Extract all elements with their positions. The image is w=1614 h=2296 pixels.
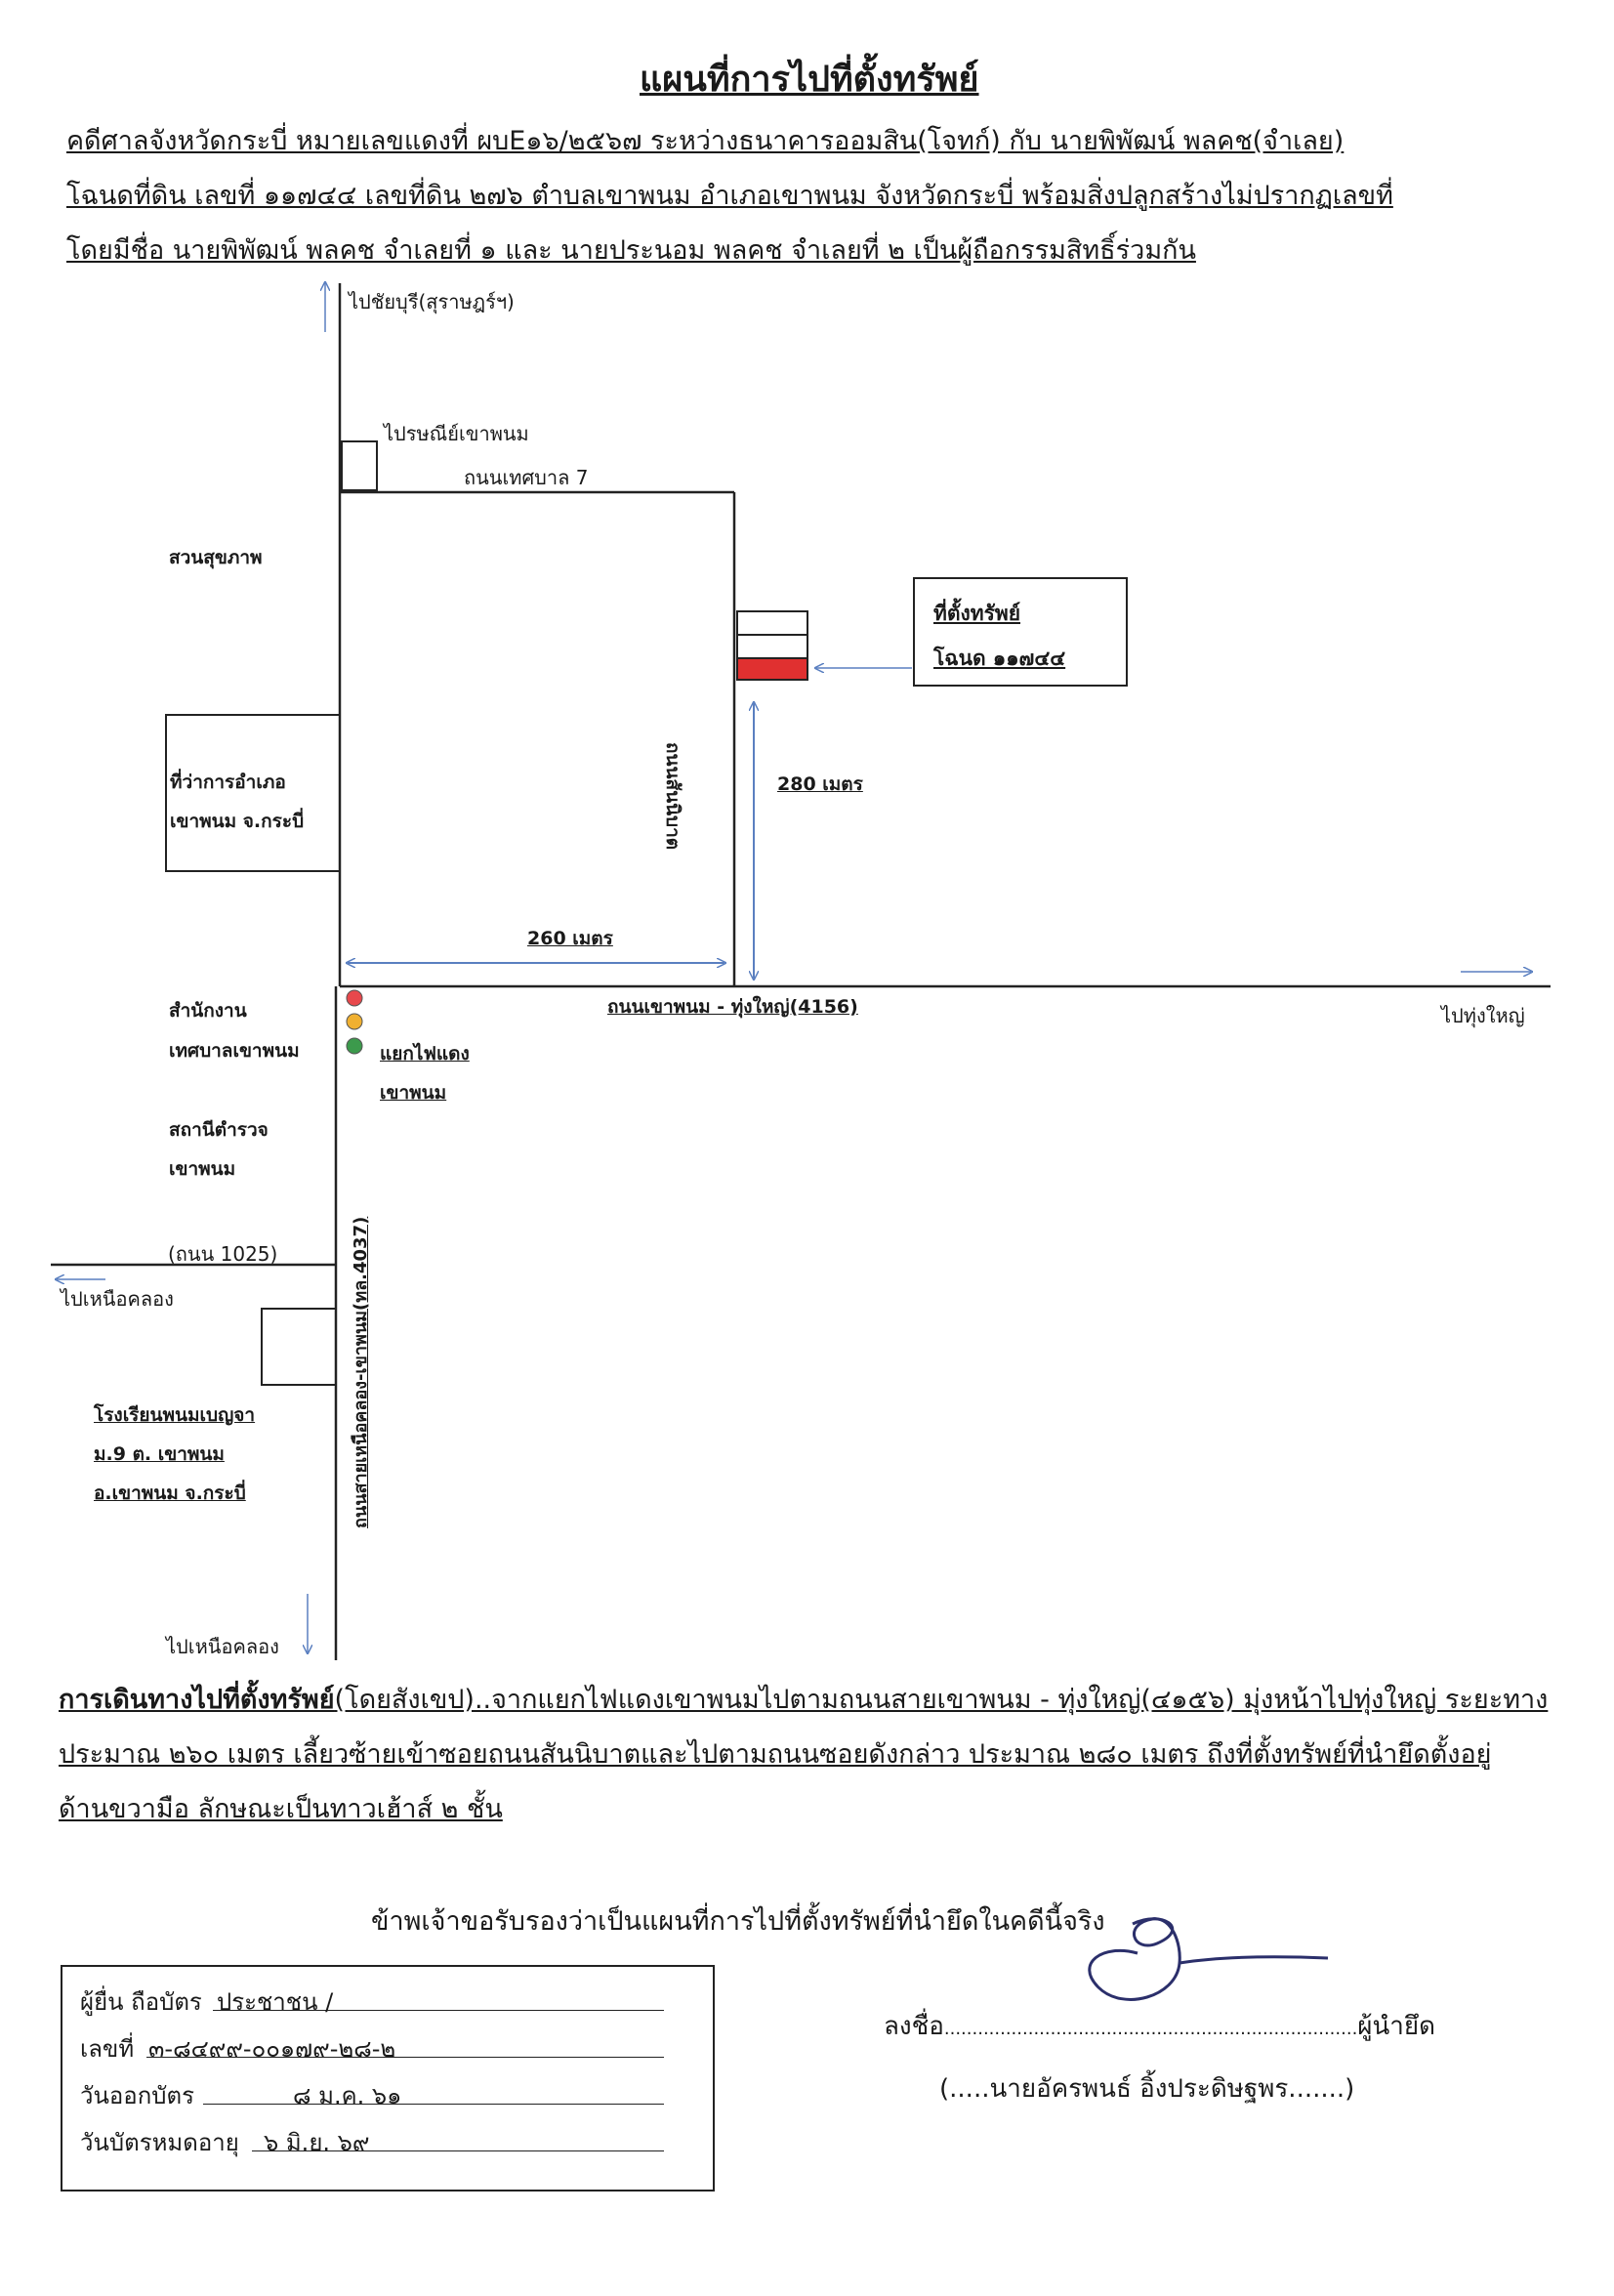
header-line-3: โดยมีชื่อ นายพิพัฒน์ พลคช จำเลยที่ ๑ และ… — [66, 235, 1196, 266]
form-row-1-value: ประชาชน / — [217, 1988, 334, 2016]
to-chaiburi-label: ไปชัยบุรี(สุราษฎร์ฯ) — [349, 290, 515, 313]
sign-role: ผู้นำยึด — [1357, 2012, 1436, 2041]
sign-label: ลงชื่อ — [884, 2012, 944, 2041]
main-road-label: ถนนเขาพนม - ทุ่งใหญ่(4156) — [607, 996, 858, 1018]
post-office-box — [341, 440, 378, 491]
form-row-1-line — [213, 2010, 664, 2011]
school-box — [261, 1308, 337, 1386]
sign-dots: ........................................… — [943, 2019, 1358, 2039]
police-station-label-1: สถานีตำรวจ — [169, 1119, 269, 1141]
traffic-light-yellow — [346, 1013, 363, 1030]
signer-name: (.....นายอัครพนธ์ อิ้งประดิษฐพร.......) — [939, 2074, 1355, 2104]
property-marker — [736, 657, 808, 681]
property-label-box — [913, 577, 1128, 687]
distance-260-label: 260 เมตร — [527, 928, 613, 949]
school-label-1: โรงเรียนพนมเบญจา — [94, 1404, 256, 1426]
road-1025-label: (ถนน 1025) — [168, 1242, 278, 1266]
form-row-4-value: ๖ มิ.ย. ๖๙ — [264, 2129, 370, 2156]
id-card-form-box — [61, 1965, 715, 2192]
school-label-3: อ.เขาพนม จ.กระบี่ — [94, 1482, 246, 1504]
property-label-2: โฉนด ๑๑๗๔๔ — [933, 647, 1066, 670]
townhouse-upper — [736, 610, 808, 636]
district-office-box — [165, 714, 341, 872]
header-line-1: คดีศาลจังหวัดกระบี่ หมายเลขแดงที่ ผบE๑๖/… — [66, 126, 1345, 156]
road-thesaban-7-label: ถนนเทศบาล 7 — [464, 466, 589, 489]
municipal-office-label-2: เทศบาลเขาพนม — [169, 1040, 300, 1062]
townhouse-middle — [736, 634, 808, 659]
route-map — [51, 0, 1551, 1660]
directions-line-3: ด้านขวามือ ลักษณะเป็นทาวเฮ้าส์ ๒ ชั้น — [59, 1794, 503, 1824]
directions-line-2: ประมาณ ๒๖๐ เมตร เลี้ยวซ้ายเข้าซอยถนนสันน… — [59, 1739, 1492, 1770]
page-title: แผนที่การไปที่ตั้งทรัพย์ — [640, 60, 979, 100]
to-nuea-khlong-west-label: ไปเหนือคลอง — [61, 1287, 174, 1311]
district-office-label-1: ที่ว่าการอำเภอ — [170, 772, 286, 793]
traffic-light-red — [346, 989, 363, 1007]
form-row-3-label: วันออกบัตร — [80, 2082, 194, 2109]
header-line-2: โฉนดที่ดิน เลขที่ ๑๑๗๔๔ เลขที่ดิน ๒๗๖ ตำ… — [66, 181, 1393, 211]
vertical-road-label: ถนนสายเหนือคลอง-เขาพนม(ทล.4037) — [351, 1216, 371, 1528]
post-office-label: ไปรษณีย์เขาพนม — [384, 422, 529, 445]
certify-statement: ข้าพเจ้าขอรับรองว่าเป็นแผนที่การไปที่ตั้… — [371, 1906, 1105, 1937]
police-station-label-2: เขาพนม — [169, 1158, 236, 1180]
health-park-label: สวนสุขภาพ — [169, 547, 263, 568]
form-row-2-line — [146, 2057, 664, 2058]
soi-road-label: ถนนสันนิบาต — [662, 742, 683, 851]
municipal-office-label-1: สำนักงาน — [169, 1000, 247, 1022]
district-office-label-2: เขาพนม จ.กระบี่ — [170, 811, 305, 832]
form-row-2-value: ๓-๘๔๙๙-๐๐๑๗๙-๒๘-๒ — [148, 2035, 396, 2063]
form-row-3-line — [203, 2104, 664, 2105]
to-nuea-khlong-south-label: ไปเหนือคลอง — [166, 1635, 279, 1658]
form-row-2-label: เลขที่ — [80, 2035, 135, 2063]
form-row-3-value: ๘ ม.ค. ๖๑ — [293, 2082, 402, 2109]
school-label-2: ม.9 ต. เขาพนม — [94, 1443, 225, 1465]
directions-lead: การเดินทางไปที่ตั้งทรัพย์ — [59, 1685, 335, 1715]
directions-line-1: การเดินทางไปที่ตั้งทรัพย์(โดยสังเขป)..จา… — [59, 1678, 1552, 1720]
form-row-4-line — [252, 2150, 664, 2151]
distance-280-label: 280 เมตร — [777, 773, 863, 795]
directions-line-1-text: (โดยสังเขป)..จากแยกไฟแดงเขาพนมไปตามถนนสา… — [334, 1685, 1549, 1715]
traffic-light-label-1: แยกไฟแดง — [380, 1043, 470, 1065]
signature-mark — [1088, 1917, 1329, 2001]
traffic-light-green — [346, 1037, 363, 1055]
traffic-light-label-2: เขาพนม — [380, 1082, 447, 1104]
to-thung-yai-label: ไปทุ่งใหญ่ — [1441, 1004, 1525, 1027]
signature-line: ลงชื่อ..................................… — [884, 2006, 1435, 2046]
form-row-1-label: ผู้ยื่น ถือบัตร — [80, 1988, 202, 2016]
form-row-4-label: วันบัตรหมดอายุ — [80, 2129, 239, 2156]
property-label-1: ที่ตั้งทรัพย์ — [933, 602, 1021, 625]
